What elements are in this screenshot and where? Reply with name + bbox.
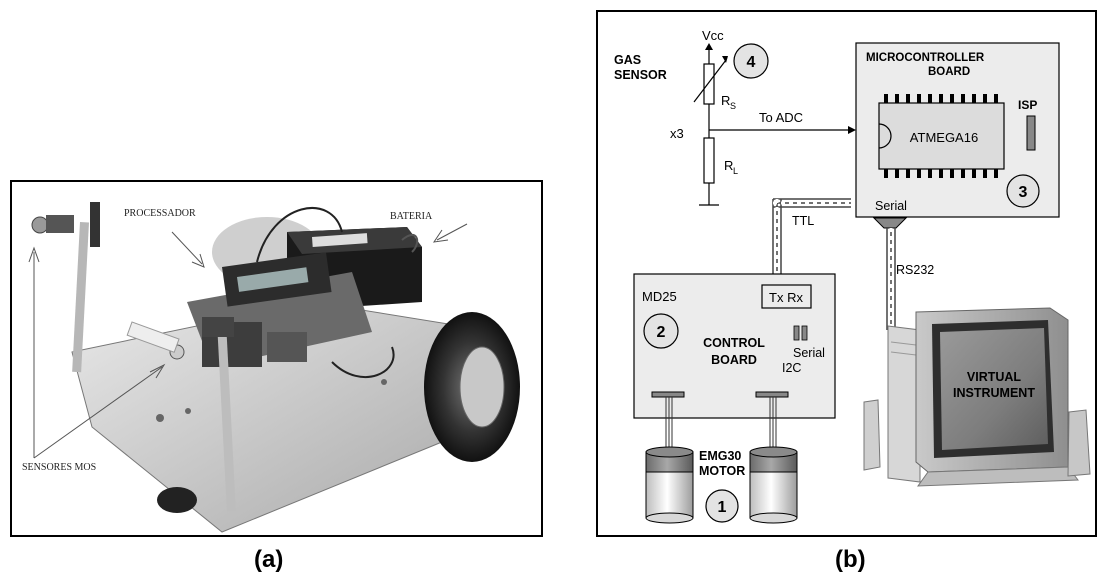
- svg-text:SENSOR: SENSOR: [614, 68, 667, 82]
- system-diagram: Vcc GAS SENSOR R S R L x3 To ADC 4: [598, 12, 1097, 537]
- robot-photo-panel: PROCESSADOR BATERIA SENSORES MOS: [10, 180, 543, 537]
- microcontroller-board: MICROCONTROLLER BOARD ATMEGA16 ISP: [856, 43, 1059, 228]
- virtual-instrument-label: VIRTUAL: [967, 370, 1022, 384]
- motor-right: [750, 447, 797, 523]
- caption-b: (b): [835, 546, 866, 574]
- mcu-title: MICROCONTROLLER: [866, 52, 985, 64]
- control-board: MD25 Tx Rx 2 CONTROL BOARD Serial I2C: [634, 274, 835, 418]
- to-adc-label: To ADC: [759, 110, 803, 125]
- vcc-label: Vcc: [702, 28, 724, 43]
- svg-text:1: 1: [718, 499, 727, 516]
- svg-text:L: L: [733, 166, 738, 176]
- caption-a: (a): [254, 546, 283, 574]
- motor-label: EMG30: [699, 449, 741, 463]
- label-processor: PROCESSADOR: [124, 208, 196, 219]
- speaker-left: [864, 400, 880, 470]
- mcu-serial-label: Serial: [875, 199, 907, 213]
- serial-connector: [874, 218, 906, 228]
- robot-photo: PROCESSADOR BATERIA SENSORES MOS: [12, 182, 543, 537]
- md25-label: MD25: [642, 289, 677, 304]
- svg-text:2: 2: [657, 324, 666, 341]
- svg-text:S: S: [730, 101, 736, 111]
- rs-label: R: [721, 93, 730, 108]
- rs-resistor: [704, 64, 714, 104]
- control-serial-label: Serial: [793, 346, 825, 360]
- control-board-title: CONTROL: [703, 336, 765, 350]
- x3-label: x3: [670, 126, 684, 141]
- motor-left: [646, 447, 693, 523]
- label-battery: BATERIA: [390, 211, 433, 222]
- rl-label: R: [724, 158, 733, 173]
- computer: VIRTUAL INSTRUMENT: [864, 308, 1090, 486]
- label-sensors: SENSORES MOS: [22, 462, 96, 473]
- gas-sensor-label: GAS: [614, 53, 641, 67]
- i2c-label: I2C: [782, 361, 801, 375]
- speaker-right: [1068, 410, 1090, 476]
- svg-text:BOARD: BOARD: [711, 353, 757, 367]
- isp-label: ISP: [1018, 98, 1037, 112]
- isp-connector: [1027, 116, 1035, 150]
- chip-label: ATMEGA16: [910, 130, 978, 145]
- ttl-label: TTL: [792, 214, 814, 228]
- sensor-pole-left: [32, 202, 100, 372]
- svg-text:MOTOR: MOTOR: [699, 464, 745, 478]
- svg-text:4: 4: [747, 54, 756, 71]
- caster-wheel: [157, 487, 197, 513]
- rs232-label: RS232: [896, 263, 934, 277]
- svg-text:BOARD: BOARD: [928, 66, 970, 78]
- gas-sensor-circuit: Vcc GAS SENSOR R S R L x3 To ADC 4: [614, 28, 856, 205]
- svg-text:INSTRUMENT: INSTRUMENT: [953, 386, 1035, 400]
- system-diagram-panel: Vcc GAS SENSOR R S R L x3 To ADC 4: [596, 10, 1097, 537]
- svg-text:3: 3: [1019, 184, 1028, 201]
- rl-resistor: [704, 138, 714, 183]
- svg-text:Tx Rx: Tx Rx: [769, 290, 803, 305]
